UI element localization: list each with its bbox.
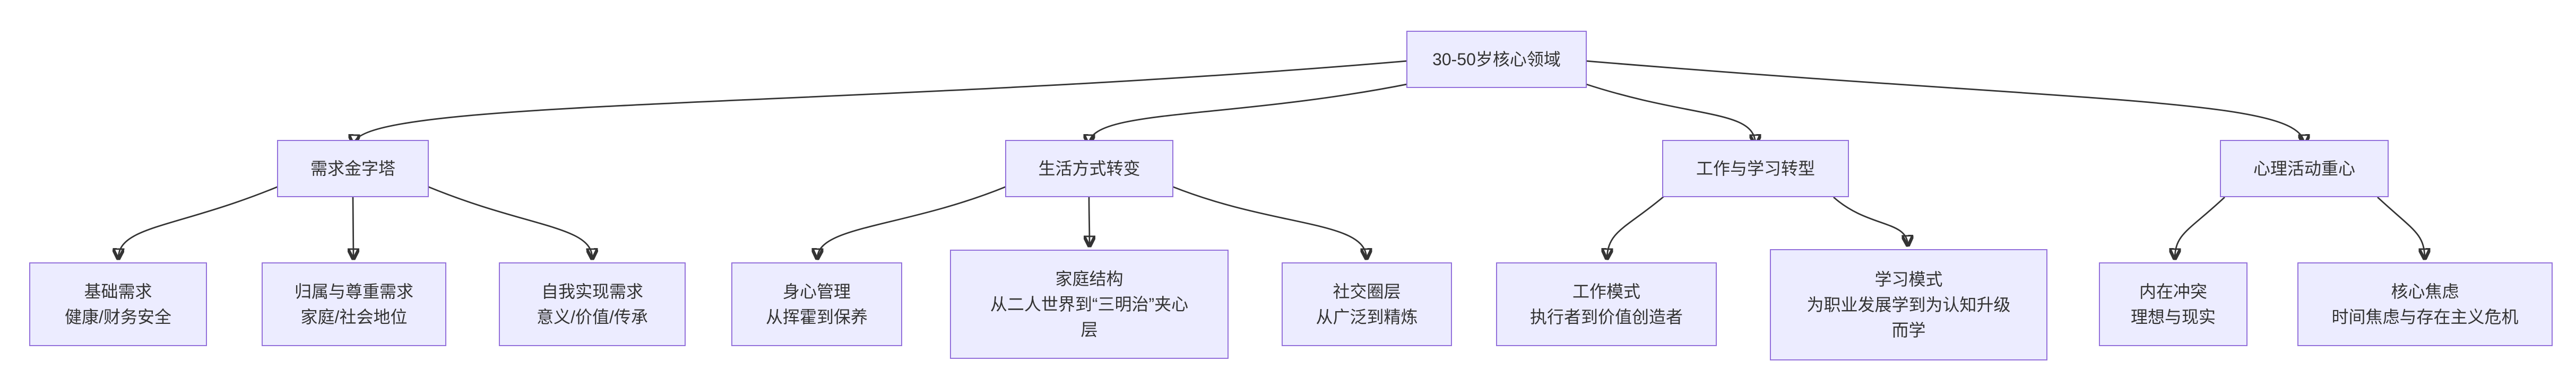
node-label-line: 自我实现需求 [541, 282, 643, 301]
node-label: 生活方式转变 [1038, 159, 1140, 178]
node-label-line: 从广泛到精炼 [1316, 307, 1418, 327]
node-label: 需求金字塔 [310, 159, 395, 178]
edge-n1-c1 [118, 186, 279, 258]
node-label-line: 执行者到价值创造者 [1529, 307, 1683, 327]
node-label: 心理活动重心 [2253, 159, 2355, 178]
node-needs-pyramid: 需求金字塔 [277, 140, 429, 197]
node-label-line: 从二人世界到“三明治”夹心 [990, 295, 1189, 314]
node-label-line: 归属与尊重需求 [294, 282, 413, 301]
node-body-mind-management: 身心管理 从挥霍到保养 [731, 262, 902, 346]
edge-n3-c7 [1607, 195, 1665, 258]
edge-n3-c8 [1833, 196, 1908, 245]
node-label-line: 内在冲突 [2139, 282, 2207, 301]
node-root-core-domains: 30-50岁核心领域 [1406, 31, 1587, 88]
node-label: 工作与学习转型 [1696, 159, 1815, 178]
node-inner-conflict: 内在冲突 理想与现实 [2099, 262, 2247, 346]
node-social-circle: 社交圈层 从广泛到精炼 [1282, 262, 1452, 346]
edge-n4-c10 [2377, 196, 2425, 258]
edge-n2-c6 [1172, 186, 1367, 258]
node-label-line: 基础需求 [84, 282, 152, 301]
node-label-line: 核心焦虑 [2391, 282, 2459, 301]
edge-root-n3 [1584, 83, 1756, 144]
node-label-line: 家庭结构 [1055, 269, 1123, 288]
edge-n1-c3 [427, 186, 592, 258]
node-label-line: 工作模式 [1572, 282, 1640, 301]
node-label-line: 为职业发展学到为认知升级 [1806, 295, 2011, 314]
node-label-line: 时间焦虑与存在主义危机 [2331, 307, 2519, 327]
node-label-line: 理想与现实 [2130, 307, 2216, 327]
node-label: 30-50岁核心领域 [1432, 50, 1561, 69]
node-work-learning-transition: 工作与学习转型 [1662, 140, 1849, 197]
node-label-line: 身心管理 [782, 282, 851, 301]
node-lifestyle-change: 生活方式转变 [1005, 140, 1173, 197]
node-basic-needs: 基础需求 健康/财务安全 [29, 262, 207, 346]
edge-n4-c9 [2175, 196, 2225, 258]
node-label-line: 健康/财务安全 [65, 307, 171, 327]
node-core-anxiety: 核心焦虑 时间焦虑与存在主义危机 [2297, 262, 2553, 346]
edge-n2-c5 [1089, 197, 1090, 245]
node-learning-mode: 学习模式 为职业发展学到为认知升级 而学 [1770, 249, 2047, 360]
node-work-mode: 工作模式 执行者到价值创造者 [1496, 262, 1717, 346]
node-self-actualization-needs: 自我实现需求 意义/价值/传承 [499, 262, 686, 346]
node-label-line: 学习模式 [1874, 270, 1943, 289]
node-psychological-focus: 心理活动重心 [2220, 140, 2389, 197]
node-family-structure: 家庭结构 从二人世界到“三明治”夹心 层 [950, 250, 1229, 359]
edge-n2-c4 [817, 186, 1007, 258]
edge-root-n1 [354, 60, 1408, 144]
node-label-line: 从挥霍到保养 [765, 307, 868, 327]
edge-root-n4 [1585, 60, 2304, 144]
node-belonging-esteem-needs: 归属与尊重需求 家庭/社会地位 [262, 262, 446, 346]
edge-root-n2 [1089, 83, 1410, 144]
node-label-line: 社交圈层 [1333, 282, 1401, 301]
node-label-line: 意义/价值/传承 [537, 307, 648, 327]
node-label-line: 层 [1080, 320, 1098, 339]
node-label-line: 而学 [1891, 321, 1926, 340]
node-label-line: 家庭/社会地位 [300, 307, 408, 327]
